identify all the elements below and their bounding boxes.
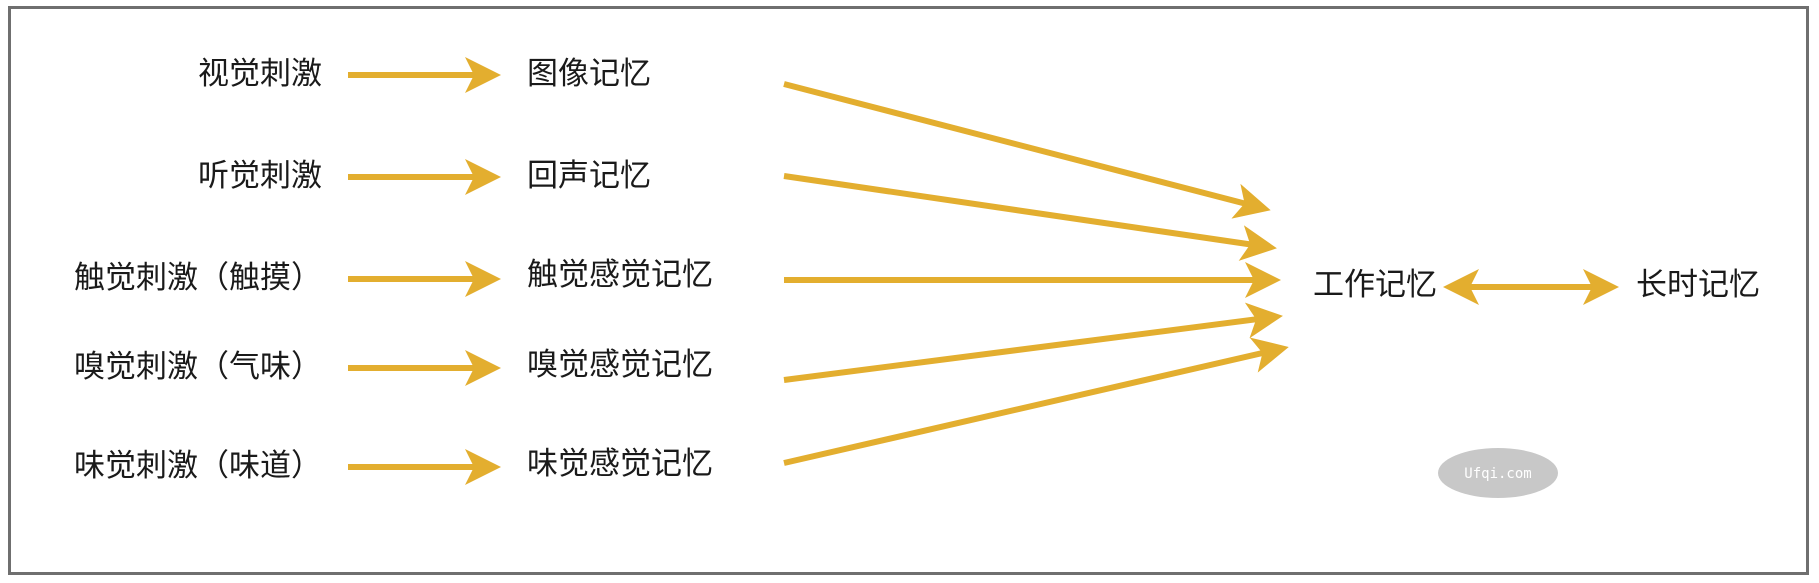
memory-label-olfactory: 嗅觉感觉记忆 [527,347,713,383]
memory-label-gustatory: 味觉感觉记忆 [527,446,713,482]
arrow-iconic-to-working [783,81,1271,219]
stimulus-label-gustatory: 味觉刺激（味道） [74,448,322,484]
arrow-gustatory-to-working [783,337,1289,466]
arrow-olfactory-to-working [783,302,1283,383]
watermark-badge [1438,448,1558,498]
stimulus-label-visual: 视觉刺激 [198,56,322,92]
memory-label-iconic: 图像记忆 [527,56,651,92]
arrow-echoic-to-working [783,173,1277,261]
memory-label-tactile: 触觉感觉记忆 [527,257,713,293]
long-term-memory-label: 长时记忆 [1636,267,1760,303]
stimulus-label-auditory: 听觉刺激 [198,158,322,194]
stimulus-label-olfactory: 嗅觉刺激（气味） [74,349,322,385]
watermark-text: Ufqi.com [1464,466,1531,482]
working-memory-label: 工作记忆 [1313,267,1437,303]
memory-label-echoic: 回声记忆 [527,158,651,194]
stimulus-label-tactile: 触觉刺激（触摸） [74,260,322,296]
diagram-frame [8,6,1809,575]
